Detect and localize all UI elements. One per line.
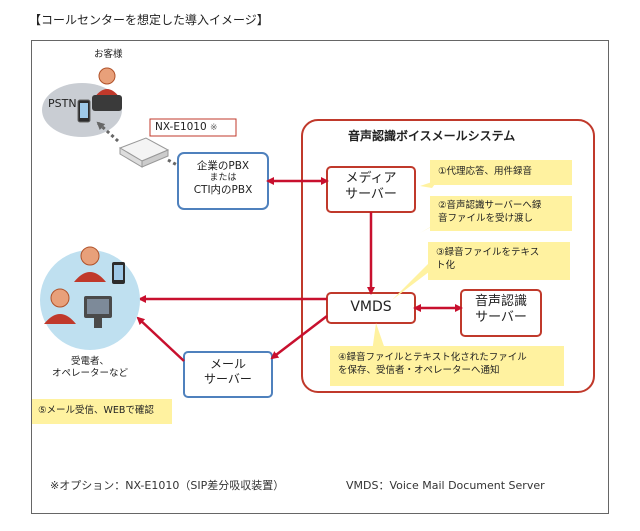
note3-line-2: ト化 xyxy=(436,259,456,271)
diagram-frame xyxy=(31,40,609,514)
note4-line-1: ④録音ファイルとテキスト化されたファイル xyxy=(338,352,527,363)
vmds-text: VMDS xyxy=(350,299,392,315)
pbx-line-1: 企業のPBX xyxy=(196,160,250,172)
media-server-text: メディア サーバー xyxy=(327,171,415,204)
note3-text: ③録音ファイルをテキス ト化 xyxy=(436,247,539,273)
adapter-model-text: NX-E1010 xyxy=(155,121,207,133)
note3-line-1: ③録音ファイルをテキス xyxy=(436,247,540,258)
desk-phone-icon xyxy=(92,95,122,111)
speech-server-box xyxy=(460,289,542,337)
note1-text: ①代理応答、用件録音 xyxy=(438,166,533,177)
pstn-adapter-dotted-link xyxy=(96,121,120,143)
note3-box xyxy=(428,242,570,280)
note4-line-2: を保存、受信者・オペレーターへ通知 xyxy=(338,364,500,376)
vmds-mail-arrow xyxy=(270,315,328,360)
adapter-label: NX-E1010 ※ xyxy=(155,121,218,133)
speech-server-line-2: サーバー xyxy=(475,310,527,326)
pstn-label: PSTN xyxy=(48,97,77,110)
note2-box xyxy=(430,196,572,231)
speech-server-text: 音声認識 サーバー xyxy=(461,294,541,327)
speech-server-line-1: 音声認識 xyxy=(474,294,527,309)
note4-pointer xyxy=(372,323,386,352)
operator1-head-icon xyxy=(80,246,100,266)
note1-box xyxy=(430,160,572,185)
note2-line-2: 音ファイルを受け渡し xyxy=(438,212,534,224)
system-boundary xyxy=(301,119,595,393)
pbx-text: 企業のPBX または CTI内のPBX xyxy=(178,160,268,198)
operator2-body-icon xyxy=(44,314,76,324)
customer-label: お客様 xyxy=(94,49,123,60)
footer-option-note: ※オプション：NX-E1010（SIP差分吸収装置） xyxy=(50,479,285,492)
mail-server-box xyxy=(183,351,273,398)
mail-operator-arrow xyxy=(136,316,185,362)
mail-server-line-1: メール xyxy=(209,357,246,371)
system-title: 音声認識ボイスメールシステム xyxy=(348,129,516,143)
page-heading: 【コールセンターを想定した導入イメージ】 xyxy=(29,13,269,27)
media-server-line-2: サーバー xyxy=(345,187,397,203)
pbx-line-3: CTI内のPBX xyxy=(193,184,253,197)
media-server-line-1: メディア xyxy=(345,171,397,186)
pbx-line-2: または xyxy=(209,173,237,184)
footer-vmds-definition: VMDS：Voice Mail Document Server xyxy=(346,479,545,492)
operator1-body-icon xyxy=(74,272,106,282)
adapter-label-box xyxy=(149,118,237,137)
mail-server-text: メール サーバー xyxy=(184,357,272,387)
operator-label: 受電者、 オペレーターなど xyxy=(40,356,140,380)
note4-text: ④録音ファイルとテキスト化されたファイル を保存、受信者・オペレーターへ通知 xyxy=(338,352,527,378)
operator-line-1: 受電者、 xyxy=(70,356,109,367)
operator2-head-icon xyxy=(50,288,70,308)
note2-text: ②音声認識サーバーへ録 音ファイルを受け渡し xyxy=(438,200,541,226)
note5-text: ⑤メール受信、WEBで確認 xyxy=(38,405,154,416)
note4-box xyxy=(330,346,564,386)
mail-server-line-2: サーバー xyxy=(204,372,252,386)
customer-head-icon xyxy=(98,67,116,85)
operator-line-2: オペレーターなど xyxy=(51,367,128,379)
adapter-mark-text: ※ xyxy=(210,123,218,133)
adapter-device-icon xyxy=(118,137,170,168)
note2-line-1: ②音声認識サーバーへ録 xyxy=(438,200,542,211)
note5-box xyxy=(32,399,172,424)
